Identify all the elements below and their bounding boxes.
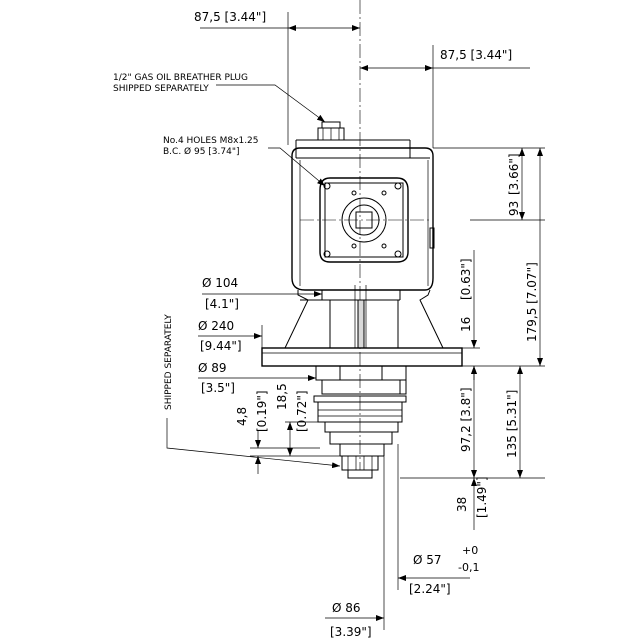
mount-hole-icon [323, 250, 331, 258]
dimension-38: 38 [1.49"] [455, 476, 489, 530]
dimension-18-5: 18,5 [0.72"] [275, 383, 318, 456]
dim-18-5: 18,5 [275, 383, 289, 410]
breather-note-line2: SHIPPED SEPARATELY [113, 84, 209, 94]
dim-97: 97,2 [3.8"] [459, 388, 473, 453]
dimension-dia57: Ø 57 +0 -0,1 [2.24"] [383, 444, 479, 630]
holes-note-line1: No.4 HOLES M8x1.25 [163, 136, 259, 146]
holes-note-line2: B.C. Ø 95 [3.74"] [163, 146, 240, 157]
mount-hole-icon [394, 182, 402, 190]
dim-dia86-inch: [3.39"] [330, 625, 372, 639]
dim-dia104-inch: [4.1"] [205, 297, 239, 311]
holes-note: No.4 HOLES M8x1.25 B.C. Ø 95 [3.74"] [163, 136, 326, 187]
mounting-flange [261, 347, 463, 367]
dim-4-8-inch: [0.19"] [255, 390, 269, 432]
dim-16: 16 [459, 317, 473, 332]
dim-dia89-inch: [3.5"] [201, 381, 235, 395]
dim-38-inch: [1.49"] [475, 476, 489, 518]
dim-93: 93 [507, 201, 521, 216]
dimension-dia240: Ø 240 [9.44"] [198, 319, 263, 353]
dimension-dia86: Ø 86 [3.39"] [325, 601, 384, 639]
dim-179: 179,5 [7.07"] [525, 262, 539, 342]
dim-4-8: 4,8 [235, 407, 249, 426]
dimension-dia89: Ø 89 [3.5"] [198, 361, 316, 395]
dim-dia104: Ø 104 [202, 276, 238, 290]
breather-note: 1/2" GAS OIL BREATHER PLUG SHIPPED SEPAR… [113, 73, 326, 123]
gearbox-housing [291, 139, 435, 291]
mount-hole-icon [394, 250, 402, 258]
dimension-16: 16 [0.63"] [459, 250, 480, 380]
breather-plug [317, 121, 345, 141]
dimension-top-left: 87,5 [3.44"] [194, 10, 360, 145]
dim-dia240: Ø 240 [198, 319, 234, 333]
dimension-top-right: 87,5 [3.44"] [360, 45, 530, 148]
shipped-note-vertical: SHIPPED SEPARATELY [164, 314, 174, 410]
dim-93-inch: [3.66"] [507, 153, 521, 195]
mount-hole-icon [323, 182, 331, 190]
dimension-dia104: Ø 104 [4.1"] [202, 276, 322, 311]
dim-dia57-tol-plus: +0 [462, 544, 478, 557]
drain-plug [341, 455, 379, 479]
dim-dia57-tol-minus: -0,1 [458, 561, 479, 574]
dim-dia57-inch: [2.24"] [409, 582, 451, 596]
breather-note-line1: 1/2" GAS OIL BREATHER PLUG [113, 73, 248, 83]
dim-18-5-inch: [0.72"] [295, 390, 309, 432]
dimension-93: 93 [3.66"] [433, 147, 545, 221]
dim-135: 135 [5.31"] [505, 390, 519, 458]
dim-dia86: Ø 86 [332, 601, 361, 615]
dimension-179: 179,5 [7.07"] [462, 148, 545, 367]
dimension-97: 97,2 [3.8"] [459, 366, 477, 478]
dim-87-right: 87,5 [3.44"] [440, 48, 512, 62]
dim-16-inch: [0.63"] [459, 258, 473, 300]
dimension-4-8: 4,8 [0.19"] [235, 390, 340, 474]
shipped-separately-note: SHIPPED SEPARATELY [164, 314, 341, 469]
dim-dia89: Ø 89 [198, 361, 227, 375]
dim-dia240-inch: [9.44"] [200, 339, 242, 353]
dim-87-left: 87,5 [3.44"] [194, 10, 266, 24]
dim-dia57: Ø 57 [413, 553, 442, 567]
output-adapter [284, 285, 444, 349]
dim-38: 38 [455, 497, 469, 512]
